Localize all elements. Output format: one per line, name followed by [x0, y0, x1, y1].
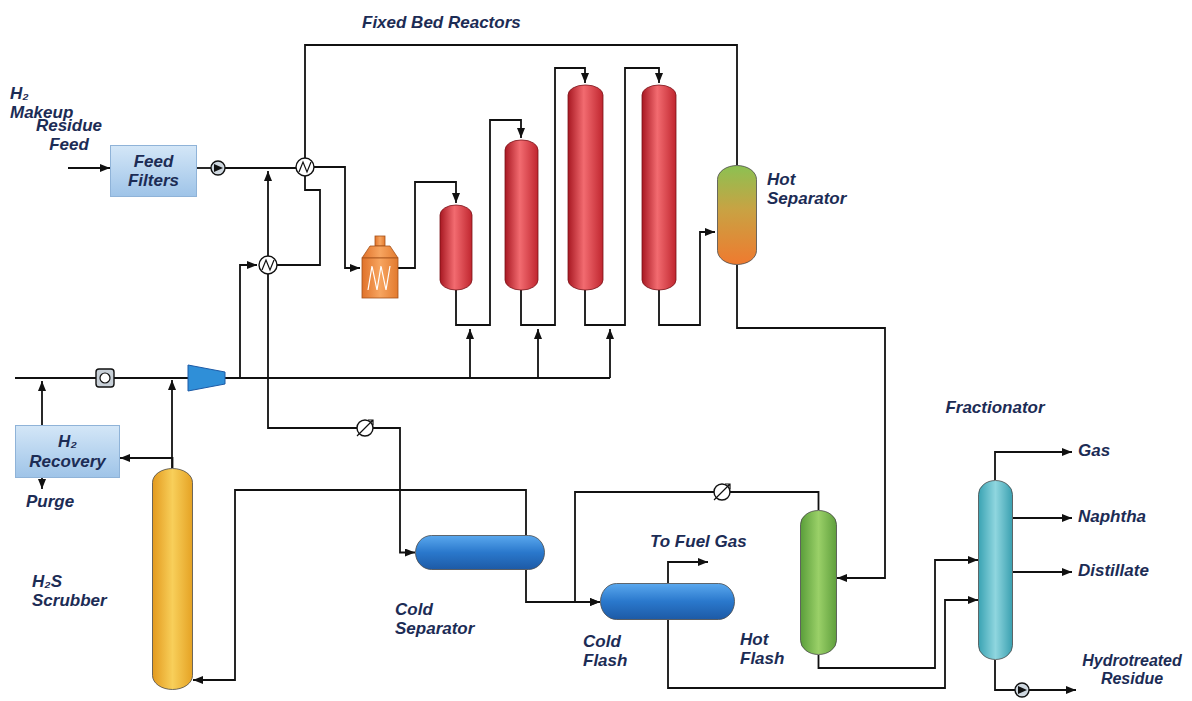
reactor-vessel — [642, 85, 676, 290]
feed-pipe — [314, 167, 360, 268]
feed-pipe — [195, 167, 211, 169]
stream-label: Naphtha — [1078, 507, 1146, 526]
stream-label: H₂ Makeup — [10, 84, 80, 122]
product-pipe — [995, 452, 1072, 480]
exchanger-symbol — [299, 162, 311, 172]
stream-label: To Fuel Gas — [650, 532, 747, 551]
process-line — [526, 570, 600, 602]
hot-separator: Hot Separator — [717, 165, 757, 265]
quench-pipe — [469, 329, 471, 378]
reactor-vessel — [568, 85, 603, 290]
air-cooler — [357, 420, 373, 436]
equipment-label: H₂S Scrubber — [32, 572, 124, 610]
recovery-box: H₂ Recovery — [15, 425, 120, 478]
feed-pipe — [68, 167, 110, 169]
process-line — [120, 458, 173, 468]
cooler-symbol — [714, 484, 730, 500]
compressor-symbol — [100, 373, 110, 383]
cold-flash-drum-outline — [600, 583, 735, 620]
scrubber-column-body — [153, 469, 193, 690]
quench-pipe — [609, 329, 611, 378]
pump-symbol — [214, 164, 223, 172]
cold-flash-drum-body — [601, 584, 735, 620]
exchanger-symbol — [262, 260, 274, 270]
cold-flash-drum: Cold Flash — [600, 583, 735, 620]
scrubber-column: H₂S Scrubber — [152, 468, 193, 690]
feed-pipe — [225, 167, 296, 169]
fired-heater — [362, 258, 398, 298]
product-pipe — [1013, 517, 1072, 519]
recycle-pipe — [41, 381, 43, 425]
scrubber-column-outline — [152, 468, 193, 690]
heat-exchanger — [259, 256, 277, 274]
heater-stack — [375, 236, 385, 246]
product-pipe — [995, 660, 1015, 690]
stream-label: Gas — [1078, 441, 1110, 460]
process-line — [819, 560, 979, 668]
heater-coil — [368, 266, 390, 290]
equipment-label: Hot Separator — [767, 170, 862, 208]
hot-flash-drum: Hot Flash — [800, 510, 837, 655]
hot-flash-drum-body — [801, 511, 837, 655]
heat-exchanger-group — [259, 158, 730, 500]
equipment-label: Hot Flash — [740, 630, 796, 668]
hydrogen-pipe — [225, 377, 610, 379]
heat-exchanger — [296, 158, 314, 176]
purge-pipe — [41, 478, 43, 489]
equipment-label: Cold Separator — [395, 600, 487, 638]
stream-label: Fixed Bed Reactors — [362, 13, 521, 32]
equipment-label: Cold Flash — [583, 632, 643, 670]
stream-label: Hydrotreated Residue — [1080, 652, 1184, 688]
stream-label: Purge — [26, 492, 74, 511]
equipment-label: Fractionator — [935, 398, 1055, 417]
product-pipe — [1029, 689, 1076, 691]
air-cooler — [714, 484, 730, 500]
hot-flash-drum-outline — [800, 510, 837, 655]
hydrogen-pipe — [240, 265, 257, 378]
cold-separator: Cold Separator — [415, 535, 545, 570]
reactor-vessel — [440, 205, 472, 290]
pump-symbol — [1018, 686, 1027, 694]
makeup-compressor — [96, 369, 114, 387]
fractionator-column: Fractionator — [978, 480, 1013, 660]
box-label: Feed Filters — [116, 152, 191, 190]
reactor-vessel — [505, 140, 538, 290]
product-pipe — [1013, 571, 1072, 573]
fractionator-column-outline — [978, 480, 1013, 660]
process-line — [193, 490, 526, 680]
hot-separator-outline — [717, 165, 757, 265]
fractionator-column-body — [979, 481, 1013, 660]
filter-box: Feed Filters — [110, 145, 197, 197]
quench-pipe — [537, 329, 539, 378]
box-label: H₂ Recovery — [21, 432, 114, 470]
hydrogen-pipe — [267, 171, 269, 256]
pipe-group — [15, 68, 1076, 690]
product-cooler — [1015, 683, 1029, 697]
heater-hood — [362, 246, 398, 258]
recycle-pipe — [171, 380, 173, 468]
recycle-compressor — [188, 365, 225, 391]
process-line — [268, 45, 737, 553]
cold-separator-outline — [415, 535, 545, 570]
hot-separator-body — [718, 166, 757, 265]
cold-separator-body — [416, 536, 545, 570]
feed-pump — [211, 161, 225, 175]
stream-label: Distillate — [1078, 561, 1149, 580]
cooler-symbol — [357, 420, 373, 436]
fuel-gas-pipe — [668, 562, 708, 583]
